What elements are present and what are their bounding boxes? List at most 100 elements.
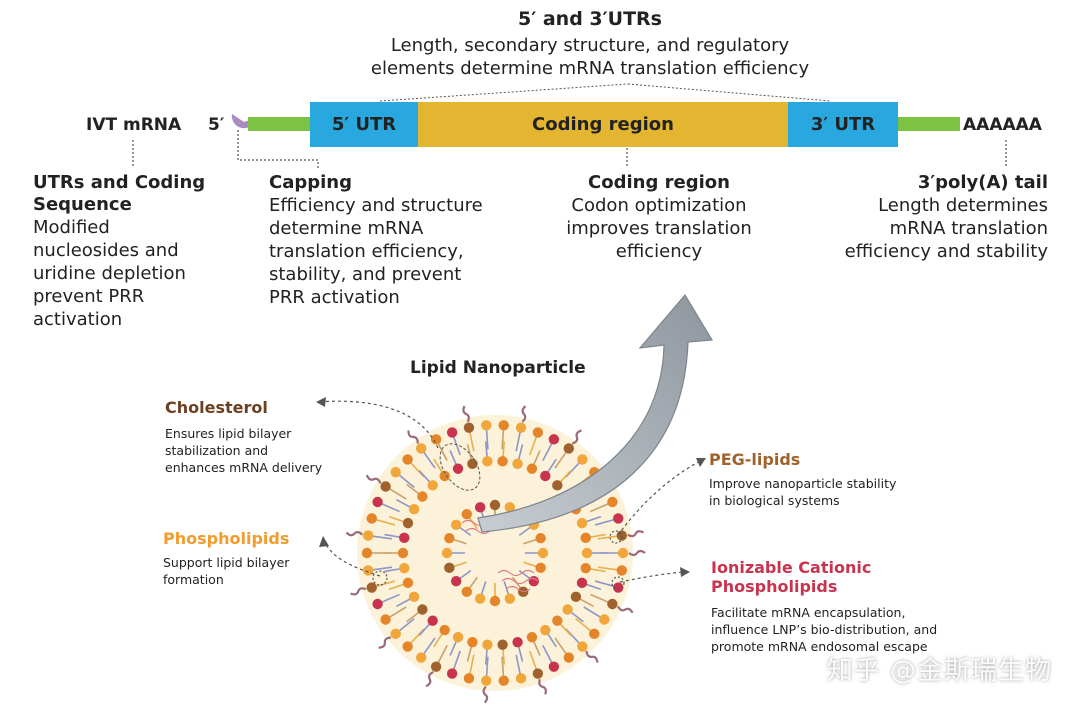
five-prime-linker — [248, 117, 310, 131]
peg-title: PEG-lipids — [709, 450, 801, 469]
lipid-head — [467, 458, 478, 470]
lipid-head — [577, 641, 588, 652]
lipid-head — [535, 562, 546, 574]
segment-3-utr: 3′ UTR — [788, 102, 898, 147]
watermark-text: 知乎 @金斯瑞生物 — [826, 656, 1052, 686]
lipid-head — [540, 470, 551, 482]
ionizable-title-2: Phospholipids — [711, 577, 838, 596]
lipid-head — [450, 519, 462, 530]
peg-chain — [345, 531, 364, 537]
lipid-head — [427, 615, 438, 626]
lipid-head — [430, 661, 442, 672]
utr-desc-line-2: elements determine mRNA translation effi… — [370, 58, 810, 79]
lipid-head — [439, 470, 450, 482]
lipid-head — [397, 547, 409, 559]
annotation-utr-coding-title-2: Sequence — [33, 194, 132, 215]
annotation-capping-line: translation efficiency, — [269, 241, 464, 262]
lipid-head — [444, 532, 455, 544]
lipid-head — [617, 547, 629, 559]
ionizable-title-1: Ionizable Cationic — [711, 558, 872, 577]
lipid-nanoparticle-illustration — [345, 405, 646, 704]
annotation-polya-line: efficiency and stability — [844, 241, 1048, 262]
lipid-head — [512, 636, 523, 648]
lipid-head — [366, 513, 377, 524]
cholesterol-line: Ensures lipid bilayer — [165, 426, 292, 441]
annotation-coding-title: Coding region — [588, 172, 730, 193]
lipid-head — [482, 639, 493, 650]
utr-header-title: 5′ and 3′UTRs — [518, 8, 662, 30]
lipid-head — [380, 481, 391, 492]
lipid-head — [482, 456, 493, 467]
lipid-head — [504, 502, 516, 513]
lipid-head — [402, 577, 414, 589]
peg-line: in biological systems — [709, 493, 840, 508]
lipid-head — [515, 673, 527, 684]
lipid-head — [497, 639, 508, 650]
lipid-head — [481, 675, 492, 686]
lipid-head — [570, 591, 582, 602]
phospholipids-line: formation — [163, 572, 224, 587]
lipid-head — [548, 661, 560, 672]
lipid-head — [489, 595, 501, 607]
lipid-head — [489, 499, 501, 511]
lipid-head — [415, 652, 427, 663]
lipid-head — [580, 562, 591, 574]
cholesterol-line: enhances mRNA delivery — [165, 460, 323, 475]
label-phospholipids: Phospholipids Support lipid bilayer form… — [163, 529, 363, 588]
lipid-head — [450, 576, 462, 587]
lipid-head — [540, 624, 551, 636]
annotation-coding-line: efficiency — [615, 241, 703, 262]
utr-header-description: Length, secondary structure, and regulat… — [330, 34, 850, 80]
annotation-coding-line: Codon optimization — [571, 195, 747, 216]
lipid-head — [526, 632, 538, 643]
peg-chain — [571, 429, 582, 445]
segment-5-utr: 5′ UTR — [310, 102, 418, 147]
peg-chain — [538, 678, 547, 695]
peg-line: Improve nanoparticle stability — [709, 476, 897, 491]
label-cholesterol: Cholesterol Ensures lipid bilayer stabil… — [165, 398, 365, 476]
lipid-head — [577, 454, 588, 465]
peg-chain — [462, 405, 470, 423]
annotation-utr-coding-line: prevent PRR — [33, 286, 145, 307]
lipid-head — [402, 517, 414, 529]
lipid-head — [366, 582, 377, 593]
lipid-head — [463, 673, 475, 684]
peg-chain — [425, 670, 434, 688]
peg-chain — [378, 636, 392, 649]
lipid-head — [372, 598, 383, 610]
annotation-capping-line: Efficiency and structure — [269, 195, 483, 216]
lipid-head — [552, 615, 563, 626]
lipid-head — [548, 434, 560, 445]
lipid-head — [512, 458, 523, 470]
lipid-head — [417, 604, 428, 615]
lipid-head — [467, 636, 478, 648]
three-prime-linker — [898, 117, 960, 131]
lipid-head — [504, 593, 516, 604]
lipid-head — [535, 532, 546, 544]
ivt-mrna-label: IVT mRNA — [86, 115, 182, 135]
lipid-head — [362, 565, 374, 576]
lipid-head — [461, 508, 472, 520]
lipid-head — [439, 624, 450, 636]
utr-desc-line-1: Length, secondary structure, and regulat… — [390, 35, 790, 56]
annotation-utr-coding-line: activation — [33, 309, 123, 330]
lipid-head — [452, 463, 464, 474]
peg-chain — [521, 405, 527, 423]
lipid-head — [415, 443, 427, 454]
phospholipids-line: Support lipid bilayer — [163, 555, 290, 570]
lipid-head — [576, 577, 588, 589]
lipid-head — [498, 675, 509, 686]
lipid-head — [607, 598, 618, 610]
lipid-head — [446, 427, 458, 438]
annotation-utr-coding-title-1: UTRs and Coding — [33, 172, 206, 193]
lipid-head — [461, 586, 472, 598]
lipid-head — [402, 454, 413, 465]
lipid-head — [427, 480, 438, 491]
peg-chain — [407, 430, 419, 444]
annotation-utr-coding-line: nucleosides and — [33, 240, 179, 261]
ionizable-line: Facilitate mRNA encapsulation, — [711, 605, 906, 620]
annotation-utr-coding-line: uridine depletion — [33, 263, 186, 284]
lipid-head — [408, 504, 420, 515]
lipid-head — [537, 547, 549, 559]
lipid-head — [589, 628, 600, 639]
